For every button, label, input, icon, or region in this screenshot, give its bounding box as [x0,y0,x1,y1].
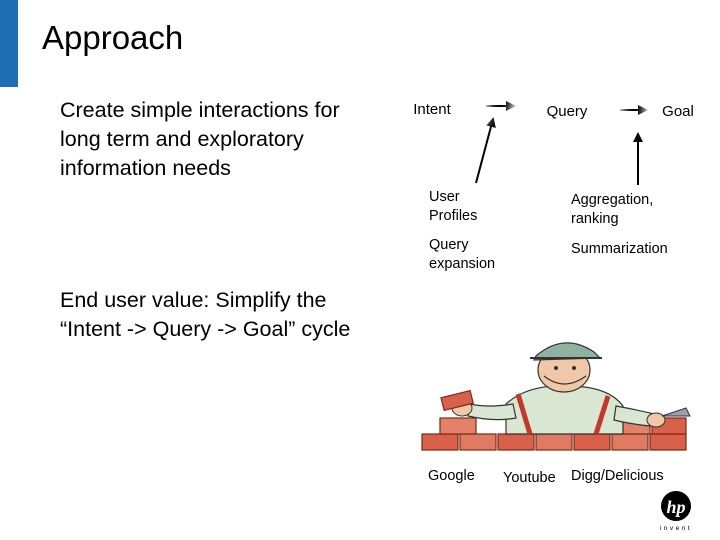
source-youtube: Youtube [503,470,556,486]
goal-node: Goal [650,96,706,128]
user-profiles-label: User Profiles [429,189,478,224]
slide-title: Approach [42,19,184,56]
summarization-label: Summarization [571,241,668,257]
value-statement: End user value: Simplify the “Intent -> … [60,288,351,341]
profiles-to-intent-arrow [475,117,496,184]
hp-logo: hp invent [660,491,692,532]
intro-text: Create simple interactions for long term… [60,98,340,180]
source-google: Google [428,468,475,484]
query-node: Query [516,96,618,128]
query-expansion-label: Query expansion [429,237,496,272]
hp-logo-tagline: invent [660,525,692,532]
hp-logo-text: hp [666,497,685,517]
intent-node: Intent [380,94,484,126]
accent-bar [0,0,18,87]
source-digg-delicious: Digg/Delicious [571,468,664,484]
aggregation-ranking-label: Aggregation, ranking [571,192,654,227]
bricklayer-illustration [421,342,691,451]
